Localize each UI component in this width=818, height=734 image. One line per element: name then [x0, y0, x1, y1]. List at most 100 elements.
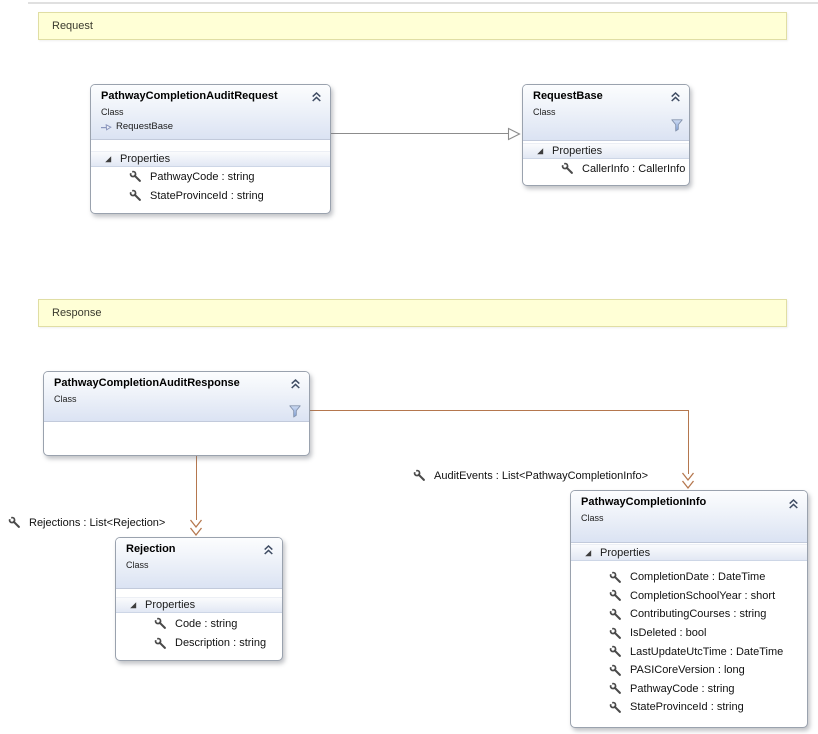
property-row[interactable]: Code : string [116, 614, 282, 634]
filter-funnel-icon[interactable] [289, 405, 301, 418]
wrench-icon [129, 189, 142, 202]
collapse-chevron-icon[interactable] [262, 544, 275, 556]
wrench-icon [609, 627, 622, 640]
base-type-row: RequestBase [100, 121, 173, 132]
property-text: LastUpdateUtcTime : DateTime [630, 645, 784, 658]
class-box-pathway-completion-info[interactable]: PathwayCompletionInfo Class Properties C… [570, 490, 808, 728]
expander-icon [535, 146, 545, 156]
banner-request-label: Request [52, 20, 93, 32]
collapse-chevron-icon[interactable] [289, 378, 302, 390]
banner-response-label: Response [52, 307, 102, 319]
class-title: PathwayCompletionAuditResponse [54, 377, 240, 389]
rejections-connector-vline[interactable] [196, 456, 197, 520]
property-row[interactable]: PathwayCode : string [91, 167, 330, 186]
wrench-icon [609, 608, 622, 621]
class-header: Rejection Class [116, 538, 282, 589]
class-stereotype: Class [101, 107, 124, 117]
class-box-pathway-completion-audit-request[interactable]: PathwayCompletionAuditRequest Class Requ… [90, 84, 331, 214]
wrench-icon [154, 617, 167, 630]
properties-section-header[interactable]: Properties [91, 151, 330, 167]
base-type-name: RequestBase [116, 121, 174, 132]
property-row[interactable]: CompletionDate : DateTime [571, 568, 807, 587]
property-text: PathwayCode : string [630, 682, 735, 695]
property-text: ContributingCourses : string [630, 608, 767, 621]
class-title: RequestBase [533, 90, 603, 102]
property-text: PASICoreVersion : long [630, 664, 745, 677]
wrench-icon [154, 637, 167, 650]
property-row[interactable]: Description : string [116, 634, 282, 654]
property-row[interactable]: CompletionSchoolYear : short [571, 587, 807, 606]
property-row[interactable]: PathwayCode : string [571, 680, 807, 699]
audit-events-label-text: AuditEvents : List<PathwayCompletionInfo… [434, 469, 649, 482]
properties-list: CallerInfo : CallerInfo [523, 159, 689, 178]
property-text: CompletionSchoolYear : short [630, 589, 776, 602]
property-row[interactable]: StateProvinceId : string [91, 186, 330, 205]
wrench-icon [609, 701, 622, 714]
filter-funnel-icon[interactable] [671, 119, 683, 132]
audit-events-connector-vline[interactable] [688, 410, 689, 474]
audit-events-association-label[interactable]: AuditEvents : List<PathwayCompletionInfo… [413, 469, 648, 482]
properties-list: PathwayCode : string StateProvinceId : s… [91, 167, 330, 205]
property-row[interactable]: IsDeleted : bool [571, 624, 807, 643]
property-text: StateProvinceId : string [150, 189, 264, 202]
base-type-arrow-icon [100, 122, 112, 132]
properties-section-header[interactable]: Properties [571, 544, 807, 561]
wrench-icon [8, 516, 21, 529]
expander-icon [103, 154, 113, 164]
property-row[interactable]: ContributingCourses : string [571, 605, 807, 624]
property-text: Code : string [175, 617, 238, 630]
expander-icon [128, 600, 138, 610]
properties-list: Code : string Description : string [116, 614, 282, 653]
class-stereotype: Class [581, 513, 604, 523]
class-box-rejection[interactable]: Rejection Class Properties Code : string… [115, 537, 283, 661]
properties-section-label: Properties [120, 153, 171, 165]
properties-list: CompletionDate : DateTime CompletionScho… [571, 568, 807, 717]
class-stereotype: Class [126, 560, 149, 570]
wrench-icon [609, 571, 622, 584]
class-title: Rejection [126, 543, 176, 555]
inheritance-arrowhead-icon[interactable] [507, 127, 521, 141]
properties-section-label: Properties [145, 599, 196, 611]
property-text: Description : string [175, 637, 267, 650]
wrench-icon [413, 469, 426, 482]
banner-response[interactable]: Response [38, 299, 787, 327]
inheritance-connector-line[interactable] [331, 133, 508, 134]
property-row[interactable]: PASICoreVersion : long [571, 661, 807, 680]
property-text: StateProvinceId : string [630, 701, 744, 714]
class-box-request-base[interactable]: RequestBase Class Properties CallerInfo … [522, 84, 690, 186]
class-header: PathwayCompletionAuditRequest Class Requ… [91, 85, 330, 140]
property-row[interactable]: LastUpdateUtcTime : DateTime [571, 642, 807, 661]
property-text: PathwayCode : string [150, 170, 255, 183]
canvas-top-edge [28, 2, 818, 4]
wrench-icon [609, 664, 622, 677]
property-text: IsDeleted : bool [630, 627, 707, 640]
collapse-chevron-icon[interactable] [669, 91, 682, 103]
properties-section-label: Properties [600, 546, 651, 559]
class-stereotype: Class [533, 107, 556, 117]
properties-section-header[interactable]: Properties [116, 597, 282, 613]
rejections-association-label[interactable]: Rejections : List<Rejection> [8, 516, 165, 529]
class-header: PathwayCompletionInfo Class [571, 491, 807, 543]
collapse-chevron-icon[interactable] [787, 498, 800, 510]
collapse-chevron-icon[interactable] [310, 91, 323, 103]
wrench-icon [561, 162, 574, 175]
class-stereotype: Class [54, 394, 77, 404]
class-header: RequestBase Class [523, 85, 689, 141]
wrench-icon [129, 170, 142, 183]
expander-icon [583, 548, 593, 558]
class-title: PathwayCompletionAuditRequest [101, 90, 278, 102]
audit-events-arrowhead-icon[interactable] [681, 472, 695, 490]
banner-request[interactable]: Request [38, 12, 787, 40]
class-box-pathway-completion-audit-response[interactable]: PathwayCompletionAuditResponse Class [43, 371, 310, 456]
properties-section-header[interactable]: Properties [523, 143, 689, 159]
properties-section-label: Properties [552, 145, 603, 157]
property-row[interactable]: CallerInfo : CallerInfo [523, 159, 689, 178]
property-row[interactable]: StateProvinceId : string [571, 698, 807, 717]
audit-events-connector-hline[interactable] [310, 410, 689, 411]
class-title: PathwayCompletionInfo [581, 496, 707, 508]
class-header: PathwayCompletionAuditResponse Class [44, 372, 309, 422]
rejections-arrowhead-icon[interactable] [189, 519, 203, 537]
wrench-icon [609, 589, 622, 602]
wrench-icon [609, 682, 622, 695]
